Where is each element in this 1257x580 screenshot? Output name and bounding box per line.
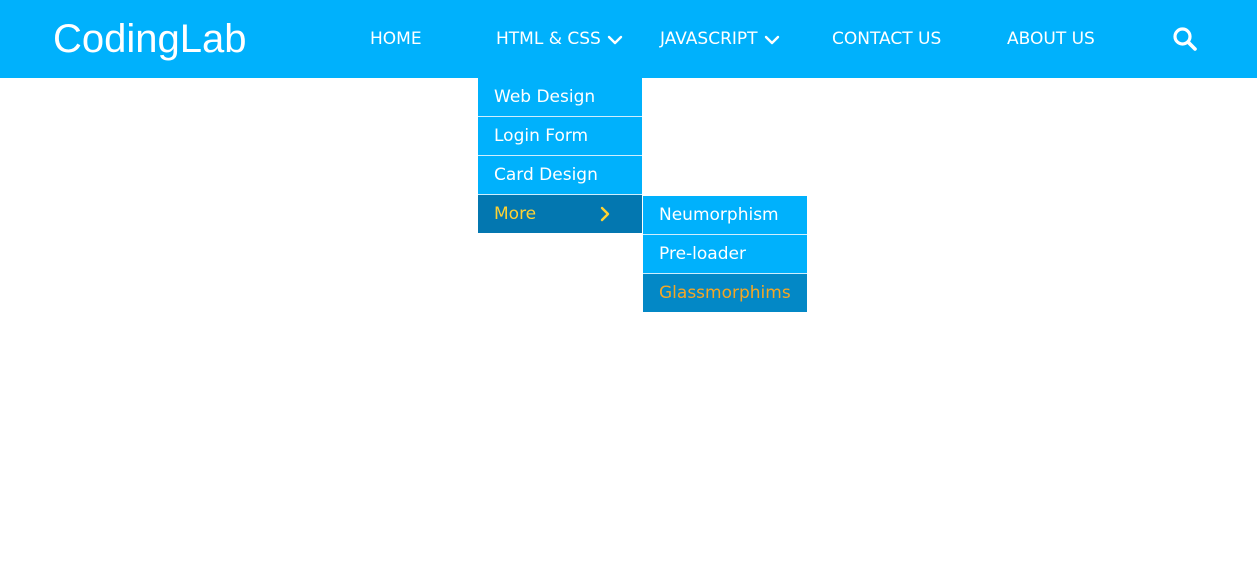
dropdown-item-more[interactable]: More [478,195,642,233]
dropdown-item-label: More [494,204,537,224]
top-navbar: CodingLab HOME HTML & CSS JAVASCRIPT CON… [0,0,1257,78]
nav-item-label: CONTACT US [832,29,942,49]
nav-item-javascript[interactable]: JAVASCRIPT [660,0,781,78]
nav-item-label: HOME [370,29,422,49]
dropdown-item-login-form[interactable]: Login Form [478,117,642,156]
brand-logo[interactable]: CodingLab [53,17,247,61]
nav-item-label: JAVASCRIPT [660,29,758,49]
nav-item-html-css[interactable]: HTML & CSS [496,0,624,78]
dropdown-item-web-design[interactable]: Web Design [478,78,642,117]
submenu-item-label: Glassmorphims [659,283,791,303]
submenu-item-glassmorphims[interactable]: Glassmorphims [643,274,807,312]
nav-item-about-us[interactable]: ABOUT US [1007,0,1095,78]
dropdown-item-label: Card Design [494,165,598,185]
submenu-item-pre-loader[interactable]: Pre-loader [643,235,807,274]
nav-item-label: ABOUT US [1007,29,1095,49]
chevron-down-icon [606,31,624,49]
submenu-item-label: Neumorphism [659,205,779,225]
chevron-right-icon [598,206,612,222]
dropdown-item-label: Web Design [494,87,596,107]
chevron-down-icon [763,31,781,49]
nav-item-home[interactable]: HOME [370,0,422,78]
html-css-dropdown: Web Design Login Form Card Design More [478,78,642,233]
dropdown-item-card-design[interactable]: Card Design [478,156,642,195]
submenu-item-label: Pre-loader [659,244,746,264]
nav-item-label: HTML & CSS [496,29,601,49]
more-submenu: Neumorphism Pre-loader Glassmorphims [643,196,807,312]
nav-item-contact-us[interactable]: CONTACT US [832,0,941,78]
search-icon[interactable] [1172,26,1198,52]
dropdown-item-label: Login Form [494,126,589,146]
submenu-item-neumorphism[interactable]: Neumorphism [643,196,807,235]
